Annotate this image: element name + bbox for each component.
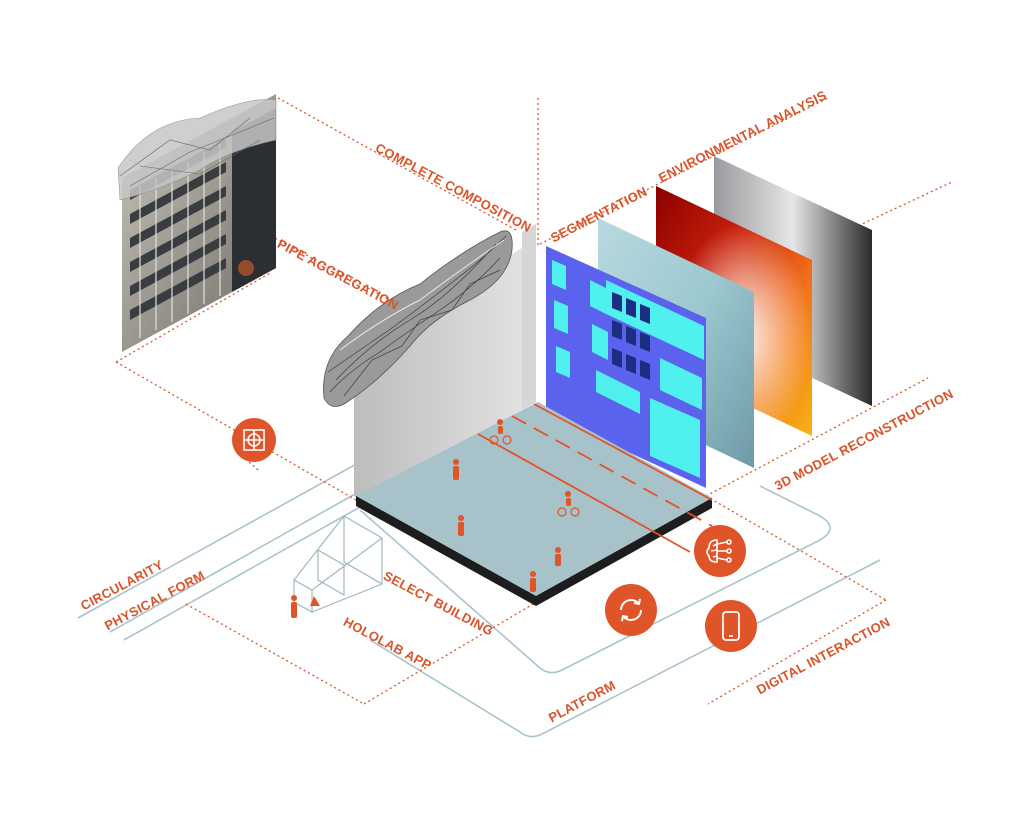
person-figure [458, 515, 464, 536]
composition-wall [354, 224, 536, 500]
floor-slab [356, 402, 713, 606]
person-figure [530, 571, 536, 592]
segmentation-panel [546, 246, 706, 488]
cyclist-figure [557, 491, 580, 517]
cyclist-figure [489, 419, 512, 445]
floor-people [453, 419, 580, 592]
ai-brain-icon [694, 525, 746, 577]
person-figure [453, 459, 459, 480]
pipe-aggregation-model [323, 230, 513, 407]
sync-icon [605, 584, 657, 636]
person-figure [555, 547, 561, 566]
wireframe-cube-icon [232, 418, 276, 462]
hololab-user-figure [291, 595, 320, 618]
platform-paths [77, 461, 881, 738]
smartphone-icon [705, 600, 757, 652]
building-photo [117, 94, 277, 352]
hololab-app-frustum [293, 514, 383, 614]
